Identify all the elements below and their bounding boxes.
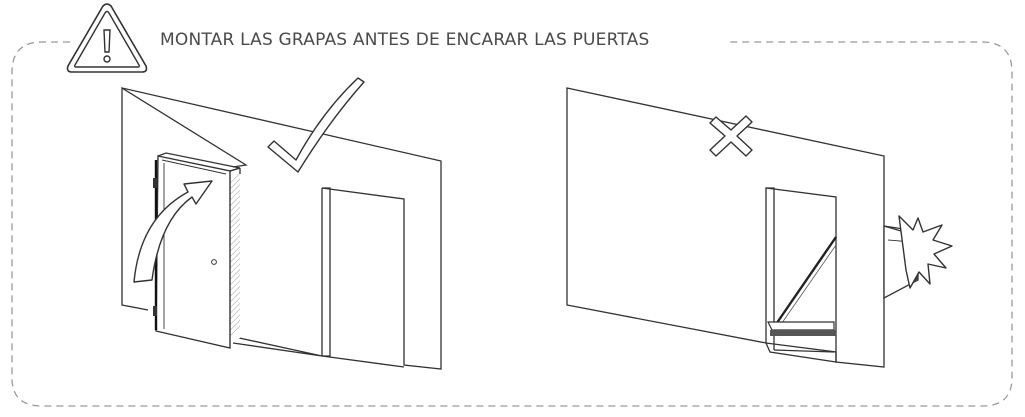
impact-burst-icon: [898, 215, 953, 289]
correct-installation-panel: [121, 77, 442, 370]
curved-arrow: [133, 180, 213, 283]
checkmark-icon: [267, 77, 365, 173]
notice-text: MONTAR LAS GRAPAS ANTES DE ENCARAR LAS P…: [158, 30, 656, 50]
warning-triangle-icon: [66, 3, 148, 73]
jammed-door: [767, 225, 919, 336]
cross-icon: [709, 115, 753, 157]
dashed-frame: [11, 41, 1013, 407]
incorrect-installation-panel: [566, 87, 953, 368]
